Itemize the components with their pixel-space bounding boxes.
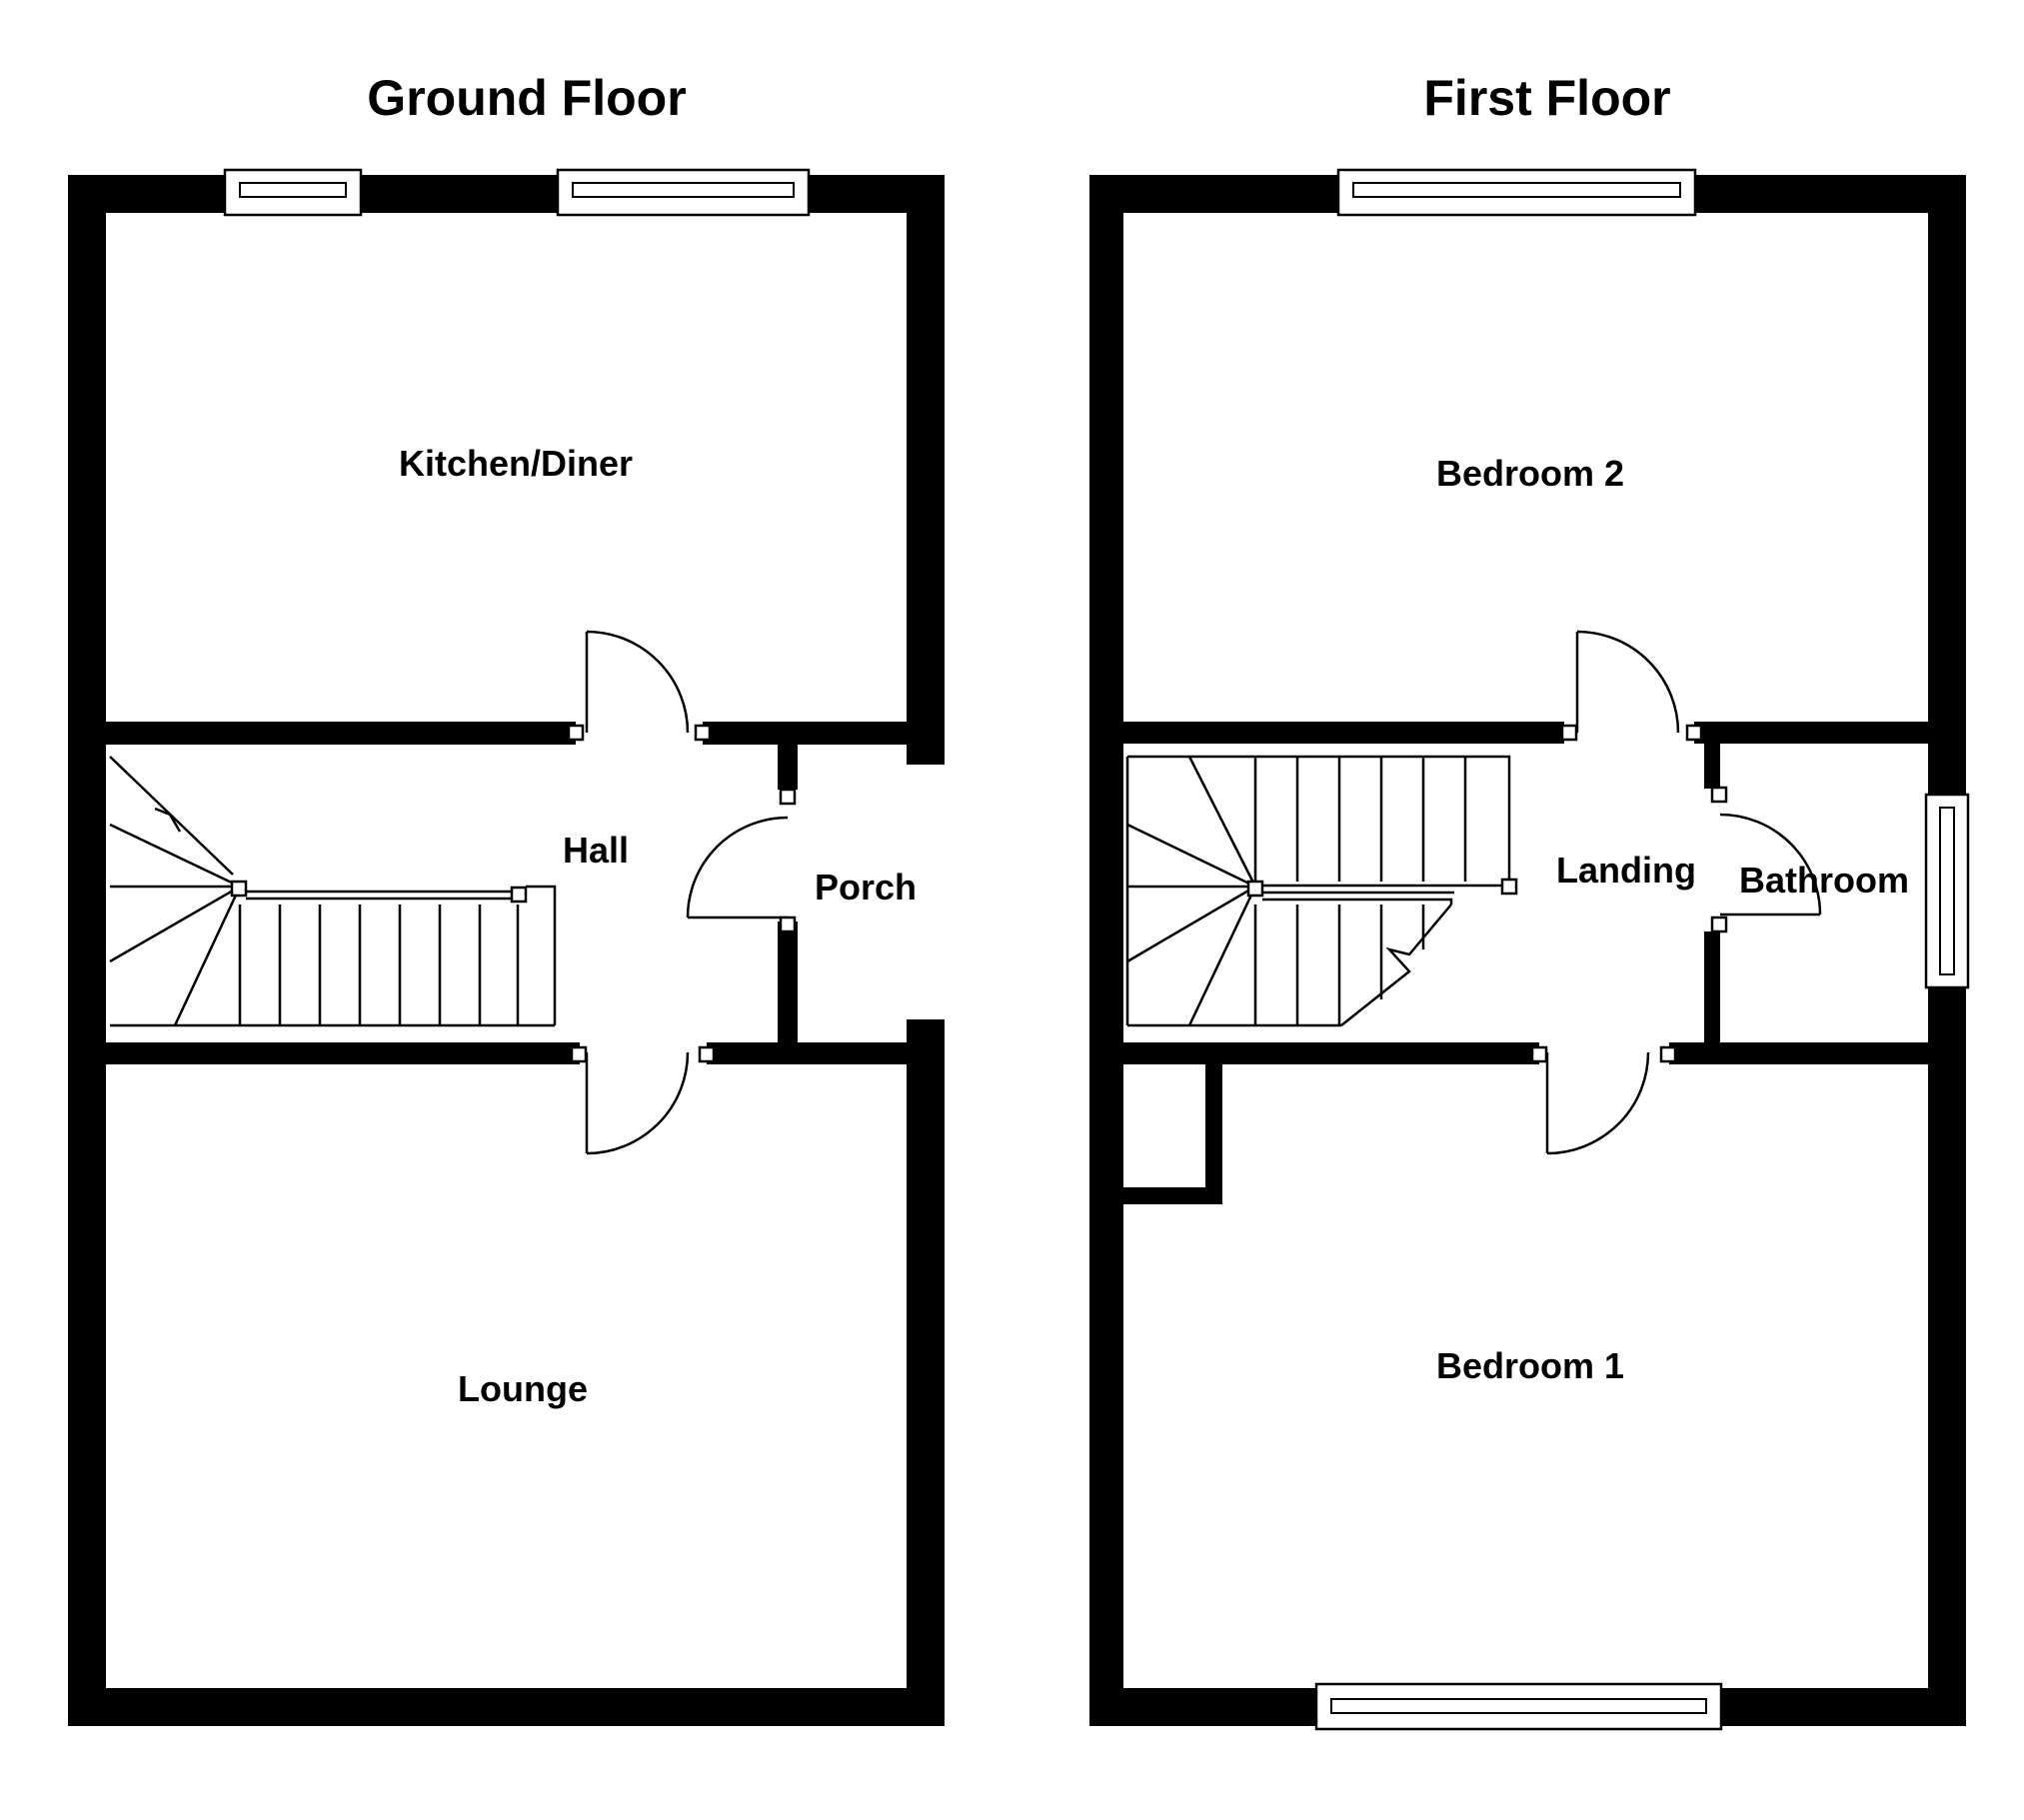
first-floor-plan: First Floor	[1089, 70, 1970, 1731]
room-label-porch: Porch	[815, 867, 917, 908]
ground-floor-outer-walls	[68, 175, 945, 1726]
first-floor-title: First Floor	[1423, 70, 1670, 126]
first-floor-staircase	[1125, 755, 1518, 1027]
lounge-door	[570, 1045, 716, 1155]
bedroom-1-door	[1530, 1045, 1677, 1155]
ground-floor-title: Ground Floor	[367, 70, 686, 126]
porch-door	[686, 788, 797, 933]
room-label-bedroom-1: Bedroom 1	[1436, 1345, 1624, 1386]
ground-floor-staircase	[109, 756, 557, 1027]
kitchen-door	[567, 630, 712, 742]
bathroom-door	[1710, 786, 1822, 933]
room-label-bedroom-2: Bedroom 2	[1436, 453, 1624, 494]
ground-floor-rear-window-small	[223, 168, 363, 217]
ground-floor-rear-window-large	[556, 168, 811, 217]
room-label-kitchen-diner: Kitchen/Diner	[399, 443, 633, 484]
first-floor-front-window	[1314, 1682, 1723, 1731]
room-label-landing: Landing	[1556, 850, 1696, 891]
room-label-hall: Hall	[563, 830, 629, 871]
ground-floor-interior-walls	[106, 722, 907, 1064]
first-floor-rear-window	[1336, 168, 1697, 217]
bedroom-2-door	[1560, 630, 1703, 742]
room-label-lounge: Lounge	[458, 1368, 588, 1409]
bathroom-window	[1924, 793, 1970, 989]
room-label-bathroom: Bathroom	[1739, 860, 1909, 901]
first-floor-interior-walls	[1123, 722, 1928, 1204]
ground-floor-plan: Ground Floor	[68, 70, 945, 1726]
first-floor-outer-walls	[1089, 175, 1966, 1726]
